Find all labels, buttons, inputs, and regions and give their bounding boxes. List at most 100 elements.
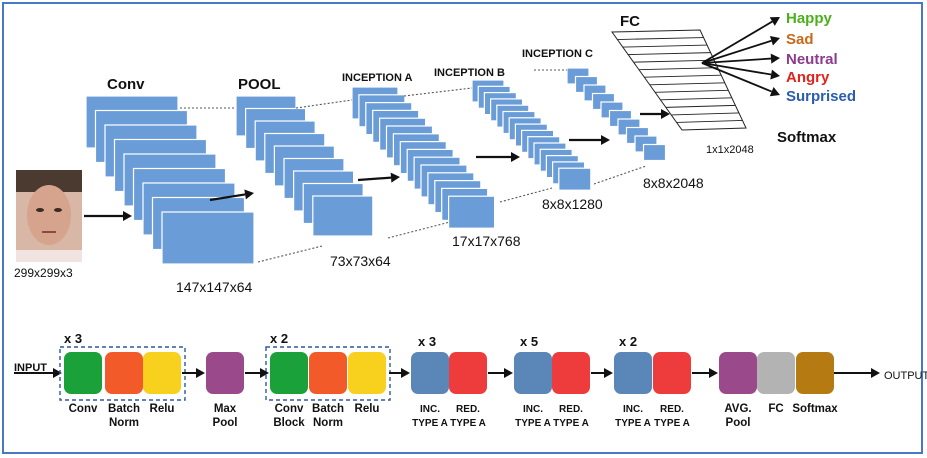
inception-a-stack <box>351 86 496 229</box>
pipeline-block-label-2: Batch <box>108 403 140 415</box>
arrow-head <box>661 109 670 119</box>
pipeline-block-label-16: Softmax <box>792 403 838 415</box>
arrow-line <box>701 39 772 64</box>
pipeline-block-label-13: RED. <box>660 404 684 415</box>
inception-c-title: INCEPTION C <box>522 48 593 60</box>
output-label-neutral: Neutral <box>786 51 838 68</box>
arrow-head <box>770 69 780 80</box>
group-multiplier-4: x 5 <box>520 334 538 349</box>
face-eye-left <box>36 208 44 212</box>
fc-divider <box>622 44 708 48</box>
arrow-line <box>701 62 772 76</box>
pipeline-block-14 <box>719 352 757 394</box>
fc-divider <box>655 89 729 93</box>
arrow-input-to-conv <box>84 211 132 221</box>
conv-dims: 147x147x64 <box>176 279 253 295</box>
inception-b-stack <box>471 79 592 191</box>
arrow-pool-to-inceptiona <box>357 172 400 183</box>
inception-a-dims: 17x17x768 <box>452 233 521 249</box>
arrow-head <box>769 86 780 97</box>
arrow-head <box>401 368 410 378</box>
arrow-conv-to-pool <box>209 189 254 202</box>
fc-divider <box>665 104 736 108</box>
fc-divider <box>617 37 704 40</box>
dotted-pool-inca-bottom <box>387 221 451 239</box>
face-hair <box>16 170 82 192</box>
pipeline-block-label-8: INC. <box>420 404 440 415</box>
dotted-pool-inca-top <box>295 99 353 109</box>
conv-title: Conv <box>107 76 145 93</box>
fc-title: FC <box>620 13 640 30</box>
dotted-incb-incc-bottom <box>593 165 647 185</box>
output-label-happy: Happy <box>786 10 833 27</box>
input-size-label: 299x299x3 <box>14 266 73 280</box>
pipeline-block-1 <box>64 352 102 394</box>
arrow-head <box>601 135 610 145</box>
fc-divider <box>638 67 718 71</box>
pipeline-arrow-3 <box>389 368 410 378</box>
arrow-head <box>511 152 520 162</box>
pipeline-block-sublabel-4: Pool <box>213 417 238 429</box>
dotted-conv-pool-bottom <box>257 245 323 263</box>
pipeline-block-sublabel-13: TYPE A <box>654 418 690 429</box>
face-skin <box>27 185 71 245</box>
pipeline-block-sublabel-5: Block <box>273 417 305 429</box>
arrow-inceptiona-to-inceptionb <box>476 152 520 162</box>
pipeline-block-3 <box>143 352 181 394</box>
pipeline-block-sublabel-2: Norm <box>109 417 139 429</box>
inception-b-title: INCEPTION B <box>434 67 505 79</box>
pipeline-block-label-4: Max <box>214 403 237 415</box>
face-collar <box>16 250 82 262</box>
pipeline-block-sublabel-12: TYPE A <box>615 418 651 429</box>
arrow-head <box>769 17 780 26</box>
pipeline-block-9 <box>449 352 487 394</box>
dotted-inca-incb-bottom <box>499 187 553 203</box>
pipeline-block-8 <box>411 352 449 394</box>
pipeline-block-2 <box>105 352 143 394</box>
pipeline-block-6 <box>309 352 347 394</box>
pipeline-input-label: INPUT <box>14 362 47 374</box>
inception-c-dims: 8x8x2048 <box>643 175 704 191</box>
pipeline-block-13 <box>653 352 691 394</box>
fc-divider <box>649 82 725 86</box>
input-face-image <box>16 170 82 262</box>
pipeline-block-label-6: Batch <box>312 403 344 415</box>
feature-map-layer <box>642 143 667 162</box>
output-label-sad: Sad <box>786 31 814 48</box>
pipeline-block-sublabel-9: TYPE A <box>450 418 486 429</box>
pipeline-block-sublabel-10: TYPE A <box>515 418 551 429</box>
dotted-inca-incb-top <box>403 87 473 97</box>
arrow-head <box>123 211 132 221</box>
arrow-inceptionc-to-fc <box>640 109 670 119</box>
output-label-surprised: Surprised <box>786 88 856 105</box>
fc-divider <box>633 59 715 63</box>
inception-a-title: INCEPTION A <box>342 72 413 84</box>
output-label-angry: Angry <box>786 69 830 86</box>
pipeline-block-label-7: Relu <box>355 403 380 415</box>
group-multiplier-2: x 2 <box>270 331 288 346</box>
fc-divider <box>644 74 722 78</box>
group-box-x3 <box>59 346 186 401</box>
pipeline-arrow-2 <box>245 368 269 378</box>
inception-b-dims: 8x8x1280 <box>542 196 603 212</box>
fc-layer <box>611 29 747 131</box>
pipeline-arrow-1 <box>182 368 205 378</box>
conv-stack <box>85 95 255 265</box>
arrow-to-surprised <box>701 62 780 97</box>
softmax-label: Softmax <box>777 129 837 146</box>
arrow-to-neutral <box>701 53 780 64</box>
fc-outline <box>611 29 747 131</box>
fc-dims: 1x1x2048 <box>706 144 754 156</box>
pool-stack <box>235 95 374 237</box>
arrow-inceptionb-to-inceptionc <box>569 135 610 145</box>
arrow-head <box>504 368 513 378</box>
arrow-head <box>53 368 62 378</box>
arrow-head <box>260 368 269 378</box>
inception-c-stack <box>566 67 667 162</box>
pipeline-output-label: OUTPUT <box>884 370 927 382</box>
group-multiplier-3: x 3 <box>418 334 436 349</box>
face-eye-right <box>54 208 62 212</box>
arrow-to-happy <box>701 17 780 64</box>
arrow-line <box>701 57 772 64</box>
arrow-head <box>244 189 254 200</box>
